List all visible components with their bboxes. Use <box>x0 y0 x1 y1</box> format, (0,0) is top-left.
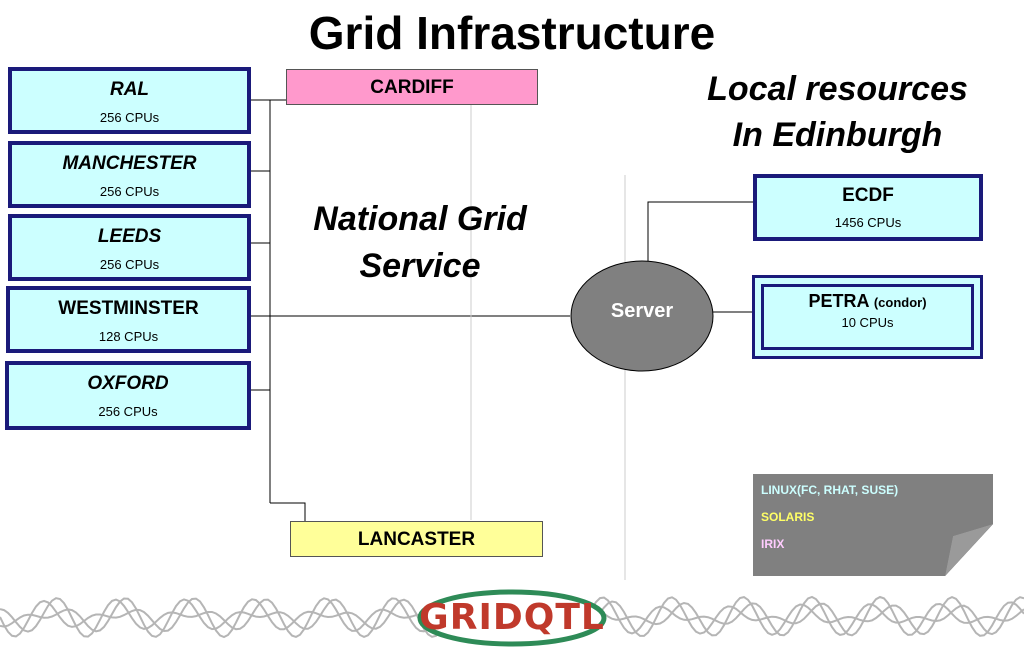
node-leeds: LEEDS 256 CPUs <box>8 214 251 281</box>
caption-line: Service <box>359 247 481 285</box>
node-name: LEEDS <box>97 226 162 247</box>
legend-item-irix: IRIX <box>761 537 785 551</box>
local-resources-caption: Local resources In Edinburgh <box>680 66 995 158</box>
site-lancaster: LANCASTER <box>290 521 543 557</box>
node-cpus: 10 CPUs <box>841 315 894 330</box>
national-grid-caption: National Grid Service <box>280 196 560 290</box>
node-name: PETRA <box>808 291 869 311</box>
node-cpus: 256 CPUs <box>99 184 160 199</box>
node-petra: PETRA (condor) 10 CPUs <box>752 275 983 359</box>
node-cpus: 256 CPUs <box>99 257 160 272</box>
node-ral: RAL 256 CPUs <box>8 67 251 134</box>
node-cpus: 128 CPUs <box>98 329 159 344</box>
node-cpus: 1456 CPUs <box>834 215 902 230</box>
server-label: Server <box>610 300 674 322</box>
node-name: RAL <box>109 79 150 100</box>
petra-inner-frame: PETRA (condor) 10 CPUs <box>761 284 974 350</box>
node-cpus: 256 CPUs <box>98 404 158 419</box>
caption-line: National Grid <box>313 200 527 238</box>
caption-line: Local resources <box>707 70 968 108</box>
gridqtl-logo: GRIDQTL <box>419 597 605 638</box>
node-name: MANCHESTER <box>62 153 197 174</box>
node-name: WESTMINSTER <box>58 298 199 319</box>
link-server-ecdf <box>647 201 753 262</box>
node-oxford: OXFORD 256 CPUs <box>5 361 251 430</box>
server-node <box>570 260 714 372</box>
legend-note-shape <box>753 474 993 576</box>
page-title: Grid Infrastructure <box>308 7 716 59</box>
legend-item-linux: LINUX(FC, RHAT, SUSE) <box>761 483 899 497</box>
site-cardiff: CARDIFF <box>286 69 538 105</box>
caption-line: In Edinburgh <box>732 116 943 154</box>
node-name: OXFORD <box>87 373 169 394</box>
node-name: ECDF <box>842 185 894 206</box>
node-manchester: MANCHESTER 256 CPUs <box>8 141 251 208</box>
dna-banner <box>0 589 1024 647</box>
node-ecdf: ECDF 1456 CPUs <box>753 174 983 241</box>
legend-item-solaris: SOLARIS <box>761 510 815 524</box>
node-westminster: WESTMINSTER 128 CPUs <box>6 286 251 353</box>
logo-ellipse <box>417 589 607 647</box>
node-cpus: 256 CPUs <box>99 110 160 125</box>
petra-title: PETRA (condor) <box>764 291 971 312</box>
link-lancaster <box>270 502 306 521</box>
os-legend: LINUX(FC, RHAT, SUSE) SOLARIS IRIX <box>753 474 993 576</box>
node-note: (condor) <box>873 295 927 310</box>
